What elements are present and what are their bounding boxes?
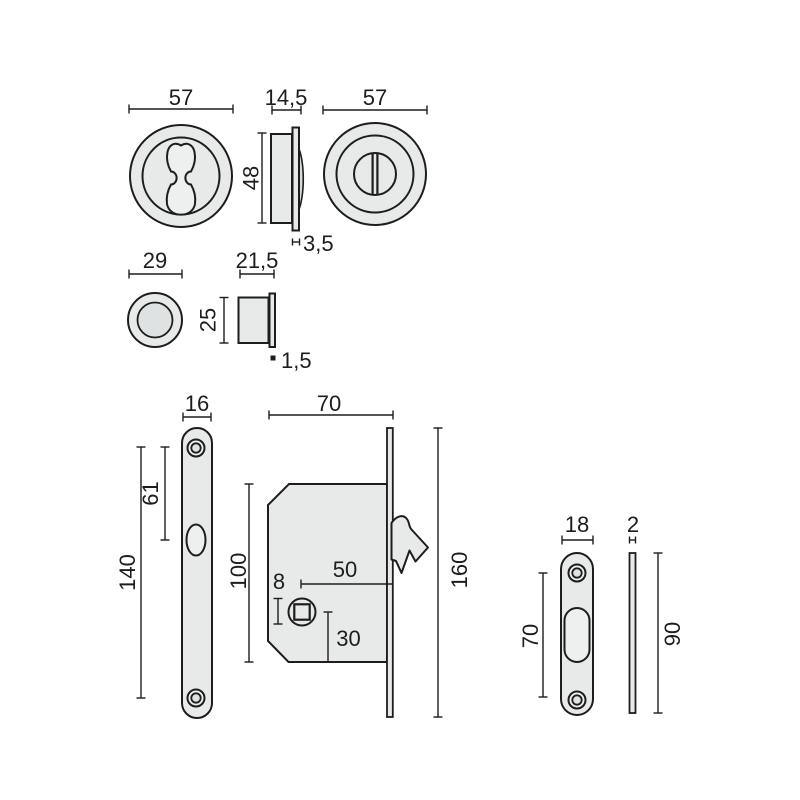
- pull-grip-cutout: [165, 142, 197, 216]
- dim-label-spindle-size: 8: [273, 569, 285, 594]
- lock-body-view: 70 100 8 50 30 160: [226, 391, 472, 718]
- strike-screw-hole-top-inner: [571, 567, 583, 579]
- thumbturn-pull-front-view: 57: [322, 85, 428, 226]
- strike-latch-slot: [563, 607, 591, 663]
- finger-pull-side-view: 21,5 25 1,5: [196, 248, 312, 373]
- dim-label-lock-body-height: 100: [226, 553, 251, 590]
- dim-label-finger-pull-side-width: 21,5: [236, 248, 279, 273]
- strike-plate-edge: [628, 552, 637, 714]
- pull-cup-body: [270, 133, 293, 224]
- lock-hook-bolt: [390, 515, 429, 574]
- dim-label-pull-diameter: 57: [169, 85, 193, 110]
- strike-plate-side-view: 2 90: [627, 512, 685, 714]
- pull-flange: [291, 126, 300, 232]
- finger-pull-cup-body: [237, 296, 270, 344]
- dim-label-pull-side-width: 14,5: [265, 85, 308, 110]
- edge-plate-view: 16 61 140: [115, 391, 213, 719]
- dim-label-finger-flange: 1,5: [281, 348, 312, 373]
- round-pull-front-view: 57: [128, 85, 234, 228]
- finger-pull-flange: [268, 292, 276, 348]
- dim-label-edge-plate-hole-to-slot: 61: [138, 481, 163, 505]
- dim-label-finger-pull-diameter: 29: [143, 248, 167, 273]
- dim-label-edge-plate-hole-spacing: 140: [115, 554, 140, 591]
- dim-label-lock-backset: 50: [333, 557, 357, 582]
- dim-label-strike-thickness: 2: [627, 512, 639, 537]
- edge-plate-screw-hole-bottom-inner: [190, 692, 202, 704]
- lock-spindle-square: [293, 603, 311, 621]
- edge-plate-finger-slot: [185, 523, 207, 557]
- dim-label-edge-plate-width: 16: [185, 391, 209, 416]
- dim-label-thumbturn-diameter: 57: [363, 85, 387, 110]
- dim-label-strike-width: 18: [565, 512, 589, 537]
- dim-label-pull-flange: 3,5: [303, 231, 334, 256]
- strike-screw-hole-bottom-inner: [571, 694, 583, 706]
- dim-label-lock-width: 70: [317, 391, 341, 416]
- lock-faceplate: [386, 427, 394, 718]
- dim-label-strike-side-height: 90: [660, 622, 685, 646]
- edge-plate-screw-hole-top-inner: [190, 442, 202, 454]
- dim-label-faceplate-height: 160: [447, 552, 472, 589]
- edge-plate: [181, 427, 213, 719]
- finger-pull-cup: [136, 301, 174, 339]
- lock-spindle-hub: [287, 597, 317, 627]
- dim-mark-finger-flange: [270, 355, 276, 361]
- dim-label-pull-side-height: 48: [239, 166, 264, 190]
- round-pull-side-view: 14,5 48 3,5: [239, 85, 334, 256]
- dim-label-spindle-to-bottom: 30: [336, 626, 360, 651]
- finger-pull-front-view: 29: [127, 248, 183, 348]
- dim-label-finger-pull-side-height: 25: [196, 308, 221, 332]
- dim-label-strike-hole-spacing: 70: [518, 624, 543, 648]
- thumbturn-knob: [353, 152, 397, 196]
- strike-plate-front-view: 18 70: [518, 512, 594, 716]
